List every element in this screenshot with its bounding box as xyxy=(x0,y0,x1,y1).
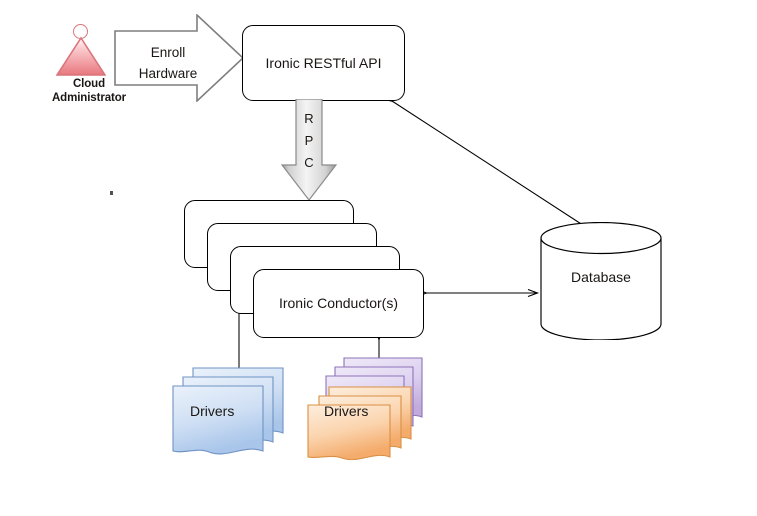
ironic-conductor-box[interactable]: Ironic Conductor(s) xyxy=(253,269,424,338)
database-label: Database xyxy=(571,269,631,285)
drivers-blue-label: Drivers xyxy=(190,403,235,419)
actor-label-line2: Administrator xyxy=(51,92,127,104)
enroll-label-line2: Hardware xyxy=(138,66,198,81)
stray-speck-artifact xyxy=(110,191,113,195)
ironic-restful-api-box[interactable]: Ironic RESTful API xyxy=(242,25,405,101)
drivers-blue-shape xyxy=(172,367,284,455)
rpc-arrow: R P C xyxy=(280,98,338,201)
database-cylinder[interactable]: Database xyxy=(540,221,662,341)
drivers-orange-label: Drivers xyxy=(324,403,369,419)
database-shape xyxy=(540,221,662,341)
drivers-blue-stack[interactable]: Drivers xyxy=(170,362,290,460)
rpc-letters: R P C xyxy=(281,108,337,174)
rpc-letter-c: C xyxy=(304,155,314,170)
actor-label-line1: Cloud xyxy=(72,78,106,90)
ironic-conductor-stack: Ironic Conductor(s) xyxy=(184,200,424,338)
enroll-label-line1: Enroll xyxy=(150,45,186,60)
rpc-letter-p: P xyxy=(304,133,314,148)
drivers-orange-shape xyxy=(307,357,423,461)
rpc-arrow-shape xyxy=(280,98,338,201)
rpc-letter-r: R xyxy=(304,111,314,126)
connector-api-database xyxy=(392,101,592,231)
ironic-restful-api-label: Ironic RESTful API xyxy=(265,55,382,71)
actor-body-icon xyxy=(56,37,106,76)
enroll-arrow-shape xyxy=(114,13,245,103)
ironic-conductor-label: Ironic Conductor(s) xyxy=(278,295,399,311)
drivers-orange-stack[interactable]: Drivers xyxy=(305,355,427,461)
